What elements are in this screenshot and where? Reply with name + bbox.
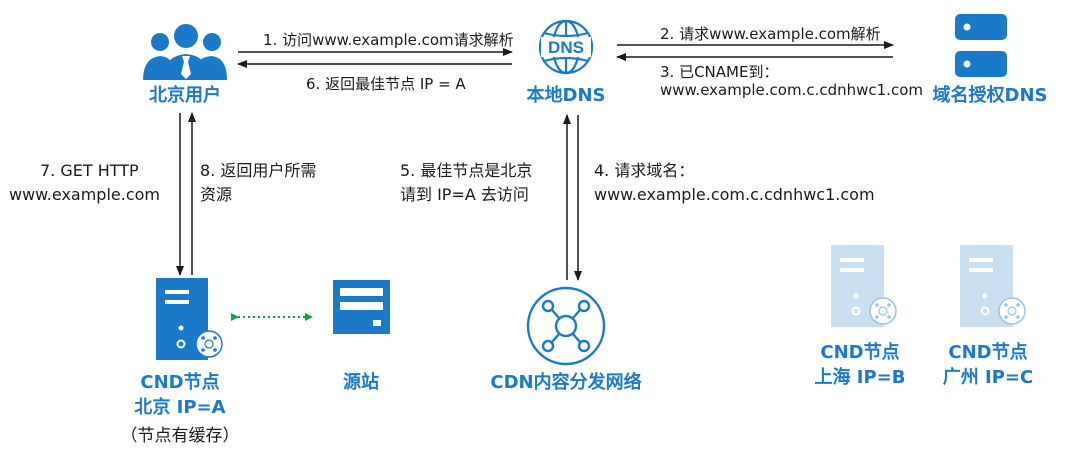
network-hub-icon <box>526 286 606 366</box>
cdn-server-icon <box>960 245 1026 327</box>
step-3-label-line1: 3. 已CNAME到： <box>660 63 779 81</box>
server-rack-icon <box>955 14 1007 77</box>
step-7-label-line2: www.example.com <box>9 185 160 204</box>
step-7-label-line1: 7. GET HTTP <box>40 161 139 180</box>
cdn-network-label: CDN内容分发网络 <box>490 372 642 393</box>
cdn-guangzhou-label-line1: CND节点 <box>948 342 1028 363</box>
cdn-shanghai-label-line1: CND节点 <box>820 342 900 363</box>
cdn-server-icon <box>156 278 223 360</box>
step-1-label: 1. 访问www.example.com请求解析 <box>263 31 514 49</box>
cdn-beijing-cache-note: （节点有缓存） <box>120 426 240 446</box>
dns-icon-text: DNS <box>548 38 584 57</box>
user-group-icon <box>143 24 227 80</box>
authoritative-dns-label: 域名授权DNS <box>932 85 1048 106</box>
step-5-label-line1: 5. 最佳节点是北京 <box>400 161 533 180</box>
cdn-guangzhou-label-line2: 广州 IP=C <box>942 367 1034 388</box>
origin-label: 源站 <box>343 372 379 393</box>
dns-text-backdrop <box>541 37 591 57</box>
step-3-label-line2: www.example.com.c.cdnhwc1.com <box>660 81 923 99</box>
step-5-label-line2: 请到 IP=A 去访问 <box>400 185 529 204</box>
local-dns-label: 本地DNS <box>526 85 606 106</box>
beijing-user-label: 北京用户 <box>149 85 221 106</box>
server-icon <box>333 280 390 334</box>
step-8-label-line2: 资源 <box>200 185 233 204</box>
cdn-beijing-label-line1: CND节点 <box>140 372 220 393</box>
step-4-label-line2: www.example.com.c.cdnhwc1.com <box>594 185 875 204</box>
cdn-beijing-label-line2: 北京 IP=A <box>134 397 226 418</box>
step-8-label-line1: 8. 返回用户所需 <box>200 161 317 180</box>
step-6-label: 6. 返回最佳节点 IP = A <box>306 75 466 93</box>
step-2-label: 2. 请求www.example.com解析 <box>660 25 881 43</box>
cdn-shanghai-label-line2: 上海 IP=B <box>814 367 906 388</box>
step-4-label-line1: 4. 请求域名： <box>594 161 695 180</box>
cdn-server-icon <box>831 245 897 327</box>
